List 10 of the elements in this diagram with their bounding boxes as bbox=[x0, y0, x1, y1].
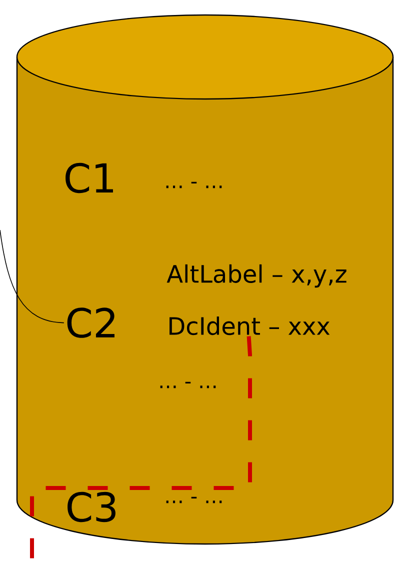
cylinder-name: C3 bbox=[68, 492, 116, 522]
field-entry: … - … bbox=[166, 182, 222, 188]
connector-curve bbox=[0, 230, 64, 324]
field-entry: … - … bbox=[160, 382, 216, 388]
cylinder-name: C2 bbox=[67, 308, 114, 338]
field-entry: DcIdent – xxx bbox=[170, 316, 330, 336]
field-entry: AltLabel – x,y,z bbox=[166, 264, 346, 288]
cylinder-name: C1 bbox=[66, 162, 113, 194]
field-entry: … - … bbox=[166, 496, 222, 504]
database-cylinder bbox=[16, 14, 394, 545]
